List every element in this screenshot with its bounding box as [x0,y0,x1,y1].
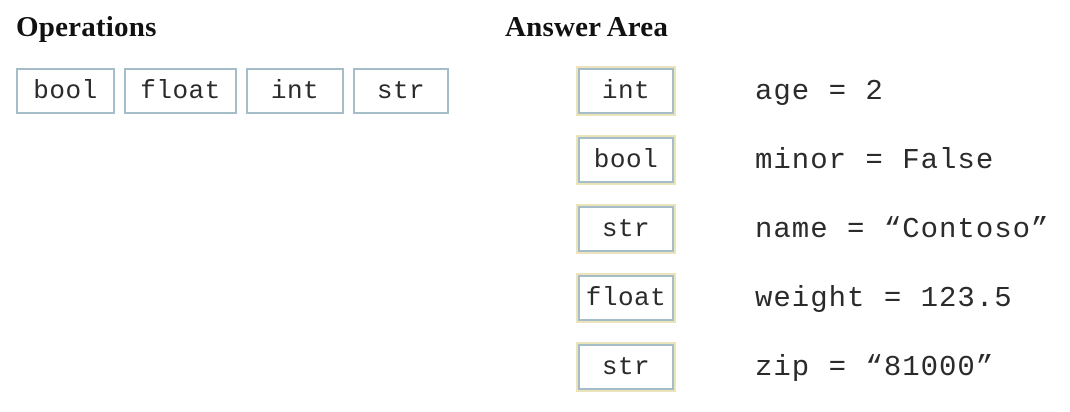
answer-area-panel: Answer Area int age = 2 bool minor = Fal… [505,10,1050,392]
code-statement-age: age = 2 [755,74,884,108]
operation-item-bool[interactable]: bool [16,68,115,114]
answer-slot-age[interactable]: int [576,66,676,116]
operations-panel: Operations bool float int str [16,10,449,114]
operation-item-int[interactable]: int [246,68,344,114]
answer-slot-minor[interactable]: bool [576,135,676,185]
code-statement-name: name = “Contoso” [755,212,1050,246]
operation-item-float[interactable]: float [124,68,237,114]
code-statement-minor: minor = False [755,143,995,177]
operations-title: Operations [16,11,157,43]
answer-row: str name = “Contoso” [505,204,1050,254]
answer-row: bool minor = False [505,135,1049,185]
code-statement-weight: weight = 123.5 [755,281,1013,315]
operation-item-str[interactable]: str [353,68,449,114]
answer-slot-weight[interactable]: float [576,273,676,323]
answer-row: float weight = 123.5 [505,273,1049,323]
answer-row: str zip = “81000” [505,342,1049,392]
answer-slot-name[interactable]: str [576,204,676,254]
answer-row: int age = 2 [505,66,1049,116]
answer-area-title: Answer Area [505,11,669,43]
answer-slot-zip[interactable]: str [576,342,676,392]
operations-list: bool float int str [16,68,449,114]
code-statement-zip: zip = “81000” [755,350,995,384]
